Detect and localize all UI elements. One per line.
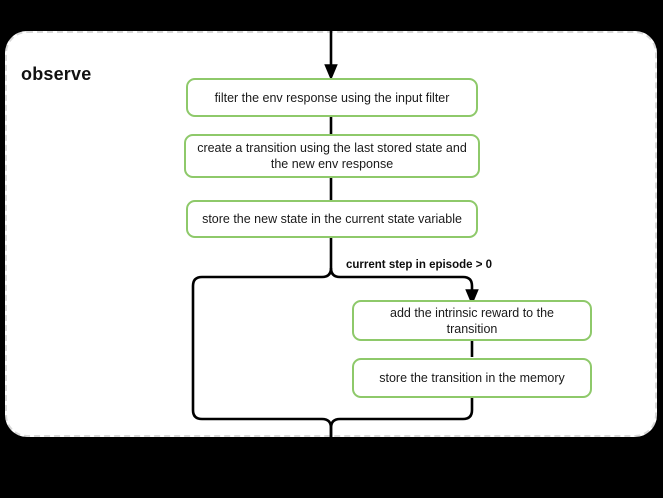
node-create-transition[interactable]: create a transition using the last store… [184,134,480,178]
node-filter-env-response[interactable]: filter the env response using the input … [186,78,478,117]
node-add-intrinsic-reward[interactable]: add the intrinsic reward to the transiti… [352,300,592,341]
edge-label-current-step-condition: current step in episode > 0 [346,259,493,271]
node-store-transition-memory[interactable]: store the transition in the memory [352,358,592,398]
page-title: observe [21,64,92,84]
node-store-new-state[interactable]: store the new state in the current state… [186,200,478,238]
